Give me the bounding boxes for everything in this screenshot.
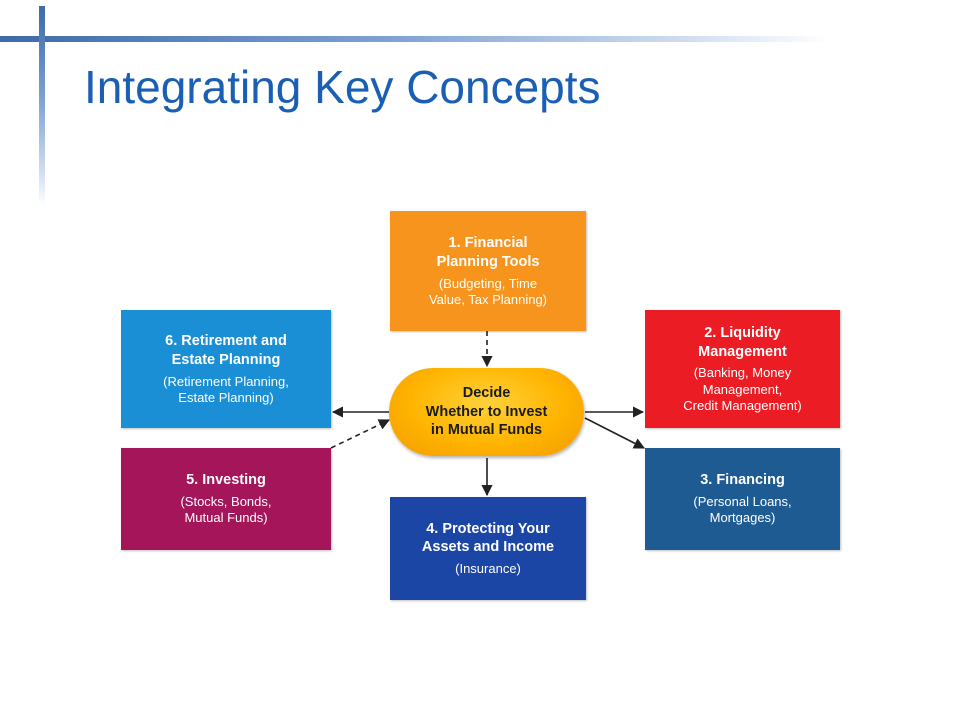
box-protecting-assets: 4. Protecting Your Assets and Income (In…	[390, 497, 586, 600]
box-title: 6. Retirement and Estate Planning	[165, 332, 287, 368]
decorative-vertical-line	[39, 6, 45, 206]
box-subtitle: (Retirement Planning, Estate Planning)	[163, 373, 289, 405]
box-title: 5. Investing	[186, 472, 266, 489]
box-retirement-estate-planning: 6. Retirement and Estate Planning (Retir…	[121, 310, 331, 428]
box-liquidity-management: 2. Liquidity Management (Banking, Money …	[645, 310, 840, 428]
arrow-investing-to-center	[330, 419, 391, 449]
decorative-horizontal-line	[0, 36, 830, 42]
box-subtitle: (Insurance)	[455, 561, 521, 577]
box-subtitle: (Banking, Money Management, Credit Manag…	[683, 365, 802, 413]
box-financing: 3. Financing (Personal Loans, Mortgages)	[645, 448, 840, 550]
arrow-center-to-financing	[584, 417, 645, 449]
box-financial-planning-tools: 1. Financial Planning Tools (Budgeting, …	[390, 211, 586, 331]
box-subtitle: (Stocks, Bonds, Mutual Funds)	[180, 494, 272, 526]
box-title: 2. Liquidity Management	[698, 324, 787, 360]
slide-title: Integrating Key Concepts	[84, 61, 601, 113]
box-subtitle: (Personal Loans, Mortgages)	[693, 494, 792, 526]
box-subtitle: (Budgeting, Time Value, Tax Planning)	[428, 275, 548, 307]
box-title: 3. Financing	[700, 472, 785, 489]
box-title: 1. Financial Planning Tools	[436, 234, 540, 270]
center-label: Decide Whether to Invest in Mutual Funds	[425, 384, 548, 439]
box-title: 4. Protecting Your Assets and Income	[421, 520, 555, 556]
center-decision-oval: Decide Whether to Invest in Mutual Funds	[389, 368, 584, 456]
box-investing: 5. Investing (Stocks, Bonds, Mutual Fund…	[121, 448, 331, 550]
